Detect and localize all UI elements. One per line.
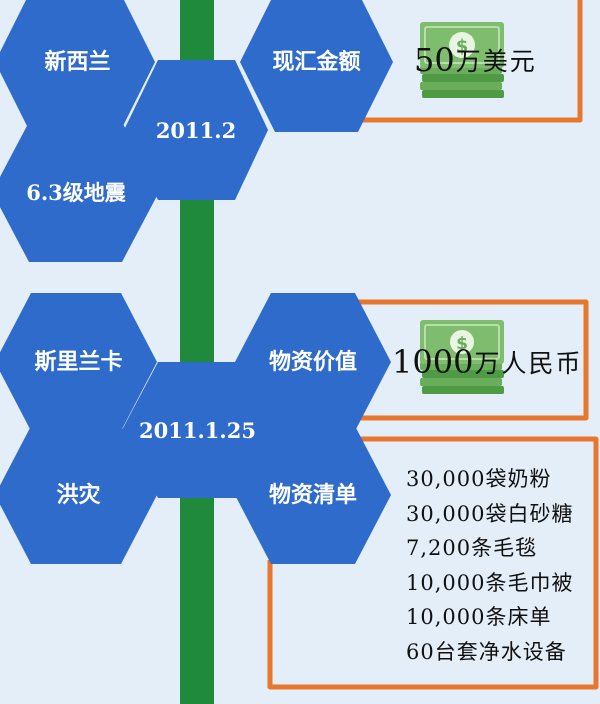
- hexagon-date-1: [124, 60, 268, 200]
- aid-type-label-1: 现汇金额: [272, 49, 361, 75]
- supplies-list: 30,000袋奶粉 30,000袋白砂糖 7,200条毛毯 10,000条毛巾被…: [406, 462, 573, 669]
- hexagon-country-2: [0, 293, 157, 431]
- hexagon-list-label: [235, 426, 391, 564]
- country-label-1: 新西兰: [44, 49, 111, 75]
- supplies-frame: [267, 436, 599, 690]
- amount-number-2: 1000: [392, 343, 474, 381]
- supplies-list-item: 10,000条毛巾被: [406, 570, 574, 595]
- svg-text:$: $: [456, 334, 468, 354]
- supplies-list-item: 10,000条床单: [406, 605, 552, 629]
- date-label-1: 2011.2: [155, 117, 237, 143]
- country-label-2: 斯里兰卡: [34, 349, 123, 375]
- supplies-list-item: 30,000袋奶粉: [406, 467, 552, 491]
- hexagon-disaster-2: [0, 426, 157, 564]
- amount-unit-2: 万人民币: [474, 349, 583, 378]
- money-stack-icon: $: [420, 320, 504, 394]
- svg-text:$: $: [456, 36, 469, 57]
- money-stack-icon: $: [420, 22, 504, 98]
- list-label: 物资清单: [268, 482, 357, 508]
- aid-type-label-2: 物资价值: [268, 349, 357, 375]
- disaster-label-2: 洪灾: [56, 482, 101, 508]
- amount-frame-2: [350, 299, 589, 421]
- supplies-list-item: 7,200条毛毯: [406, 536, 538, 560]
- hexagon-disaster-1: [0, 122, 159, 262]
- amount-number-1: 50: [414, 41, 455, 79]
- hexagon-date-2: [122, 362, 273, 498]
- hexagon-aid-type-2: [235, 293, 391, 431]
- hexagon-aid-type-1: [240, 0, 393, 132]
- date-label-2: 2011.1.25: [139, 417, 256, 443]
- supplies-list-item: 30,000袋白砂糖: [406, 501, 574, 526]
- hexagon-country-1: [0, 0, 155, 132]
- disaster-label-1: 6.3级地震: [26, 179, 126, 205]
- supplies-list-item: 60台套净水设备: [406, 639, 567, 664]
- amount-unit-1: 万美元: [455, 47, 537, 76]
